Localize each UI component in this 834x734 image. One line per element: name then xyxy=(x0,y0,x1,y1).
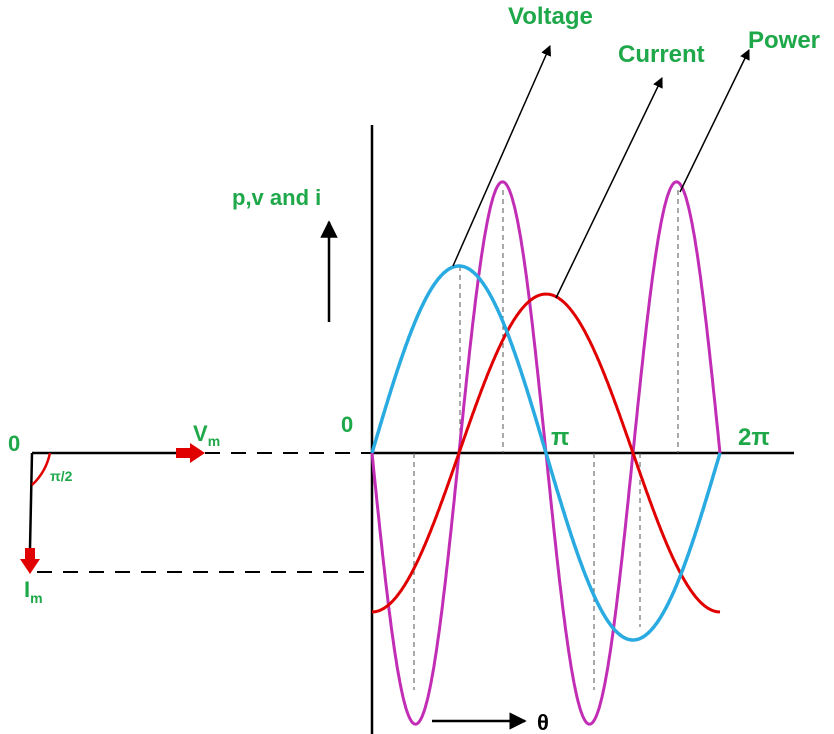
im-arrowhead xyxy=(20,548,40,574)
im-label-subscript: m xyxy=(30,590,42,606)
im-phasor-line xyxy=(28,452,34,549)
vm-arrowhead xyxy=(176,443,205,463)
guide-lines xyxy=(413,190,679,690)
vm-label-subscript: m xyxy=(208,433,220,449)
vm-label-main: V xyxy=(193,421,208,446)
voltage-leader-arrow xyxy=(452,45,551,267)
vm-label: Vm xyxy=(193,421,220,449)
im-label: Im xyxy=(24,577,43,606)
phasor-origin-label: 0 xyxy=(8,431,20,456)
current-label: Current xyxy=(618,41,705,68)
current-curve xyxy=(371,292,721,614)
power-leader-arrow xyxy=(679,49,750,193)
graph-origin-label: 0 xyxy=(341,412,353,437)
pi-label: π xyxy=(551,424,569,451)
voltage-label: Voltage xyxy=(508,3,593,30)
y-axis-label: p,v and i xyxy=(232,185,321,210)
phase-angle-arc xyxy=(31,452,52,486)
power-label: Power xyxy=(748,27,820,54)
theta-label: θ xyxy=(537,710,549,734)
phase-angle-label: π/2 xyxy=(50,468,73,484)
two-pi-label: 2π xyxy=(738,424,770,451)
voltage-curve xyxy=(370,264,722,642)
im-label-main: I xyxy=(24,577,30,602)
current-leader-arrow xyxy=(555,77,663,299)
